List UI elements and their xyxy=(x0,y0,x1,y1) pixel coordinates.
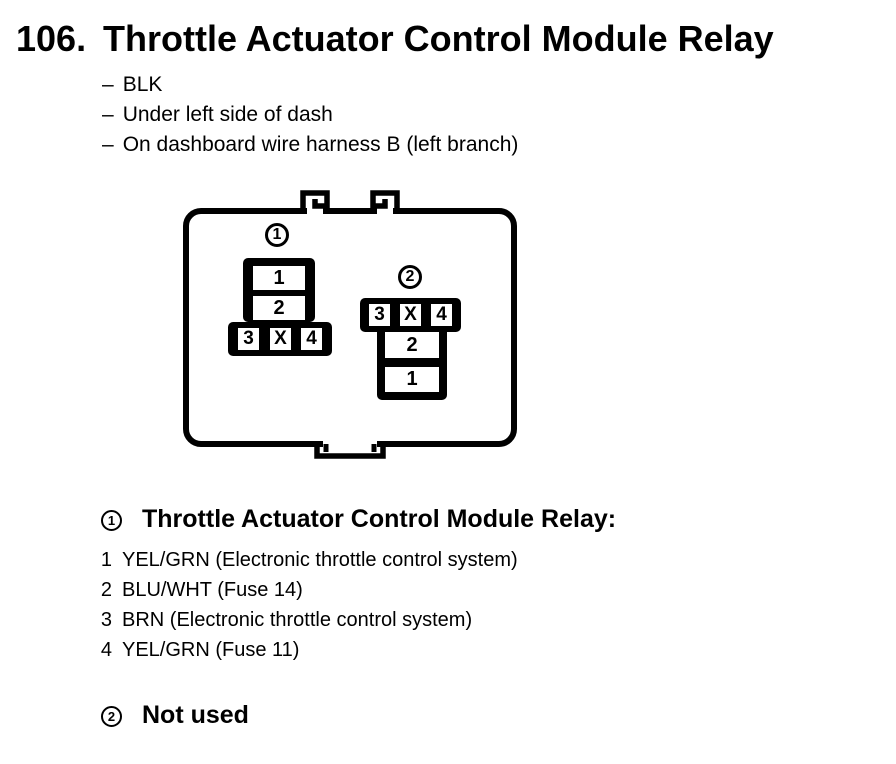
detail-item-harness: – On dashboard wire harness B (left bran… xyxy=(102,130,518,160)
connector2-pin-2: 2 xyxy=(385,332,439,358)
connector2-pin-3: 3 xyxy=(369,304,390,326)
top-clip-right-icon xyxy=(370,190,400,214)
detail-text: Under left side of dash xyxy=(122,103,333,126)
detail-text: On dashboard wire harness B (left branch… xyxy=(122,133,519,156)
legend-title-1: Throttle Actuator Control Module Relay: xyxy=(142,505,617,533)
pin-number: 3 xyxy=(100,609,112,631)
connector1-pin-row: 3 X 4 xyxy=(228,322,332,356)
bottom-edge-gap xyxy=(323,438,377,450)
diagram-callout-2: 2 xyxy=(398,265,422,289)
connector1-pin-1: 1 xyxy=(253,266,305,290)
diagram-callout-1: 1 xyxy=(265,223,289,247)
pin-description: YEL/GRN (Fuse 11) xyxy=(122,639,300,661)
detail-text: BLK xyxy=(122,73,163,96)
connector2-pin-row: 3 X 4 xyxy=(360,298,461,332)
legend-callout-1: 1 xyxy=(101,510,122,531)
connector2-pin-4: 4 xyxy=(431,304,452,326)
page-title: Throttle Actuator Control Module Relay xyxy=(103,18,774,59)
pin-description: BRN (Electronic throttle control system) xyxy=(122,609,473,631)
pin-description: BLU/WHT (Fuse 14) xyxy=(122,579,303,601)
top-edge-gap-right xyxy=(377,206,393,216)
pin-list: 1 YEL/GRN (Electronic throttle control s… xyxy=(100,545,518,665)
connector1-pin-x: X xyxy=(270,328,291,350)
dash-bullet: – xyxy=(102,133,114,156)
pin-row: 3 BRN (Electronic throttle control syste… xyxy=(100,605,518,635)
pin-row: 1 YEL/GRN (Electronic throttle control s… xyxy=(100,545,518,575)
pin-row: 2 BLU/WHT (Fuse 14) xyxy=(100,575,518,605)
connector1-pin-3: 3 xyxy=(238,328,259,350)
dash-bullet: – xyxy=(102,73,114,96)
pin-row: 4 YEL/GRN (Fuse 11) xyxy=(100,635,518,665)
pin-number: 4 xyxy=(100,639,112,661)
connector2-pin-stack: 2 1 xyxy=(377,332,447,400)
connector-housing-outline xyxy=(183,190,517,459)
top-clip-left-icon xyxy=(300,190,330,214)
bottom-tab-icon xyxy=(314,441,386,459)
connector1-pin-4: 4 xyxy=(301,328,322,350)
connector1-pin-stack: 1 2 xyxy=(243,258,315,322)
top-edge-gap-left xyxy=(307,206,323,216)
item-number: 106. xyxy=(16,18,87,59)
detail-item-location: – Under left side of dash xyxy=(102,100,518,130)
connector2-pin-1: 1 xyxy=(385,367,439,392)
connector1-pin-2: 2 xyxy=(253,296,305,320)
detail-list: – BLK – Under left side of dash – On das… xyxy=(102,70,518,160)
pin-number: 2 xyxy=(100,579,112,601)
pin-description: YEL/GRN (Electronic throttle control sys… xyxy=(122,549,518,571)
detail-item-color: – BLK xyxy=(102,70,518,100)
legend-title-2: Not used xyxy=(142,701,249,729)
pin-number: 1 xyxy=(100,549,112,571)
dash-bullet: – xyxy=(102,103,114,126)
legend-callout-2: 2 xyxy=(101,706,122,727)
connector2-pin-x: X xyxy=(400,304,421,326)
